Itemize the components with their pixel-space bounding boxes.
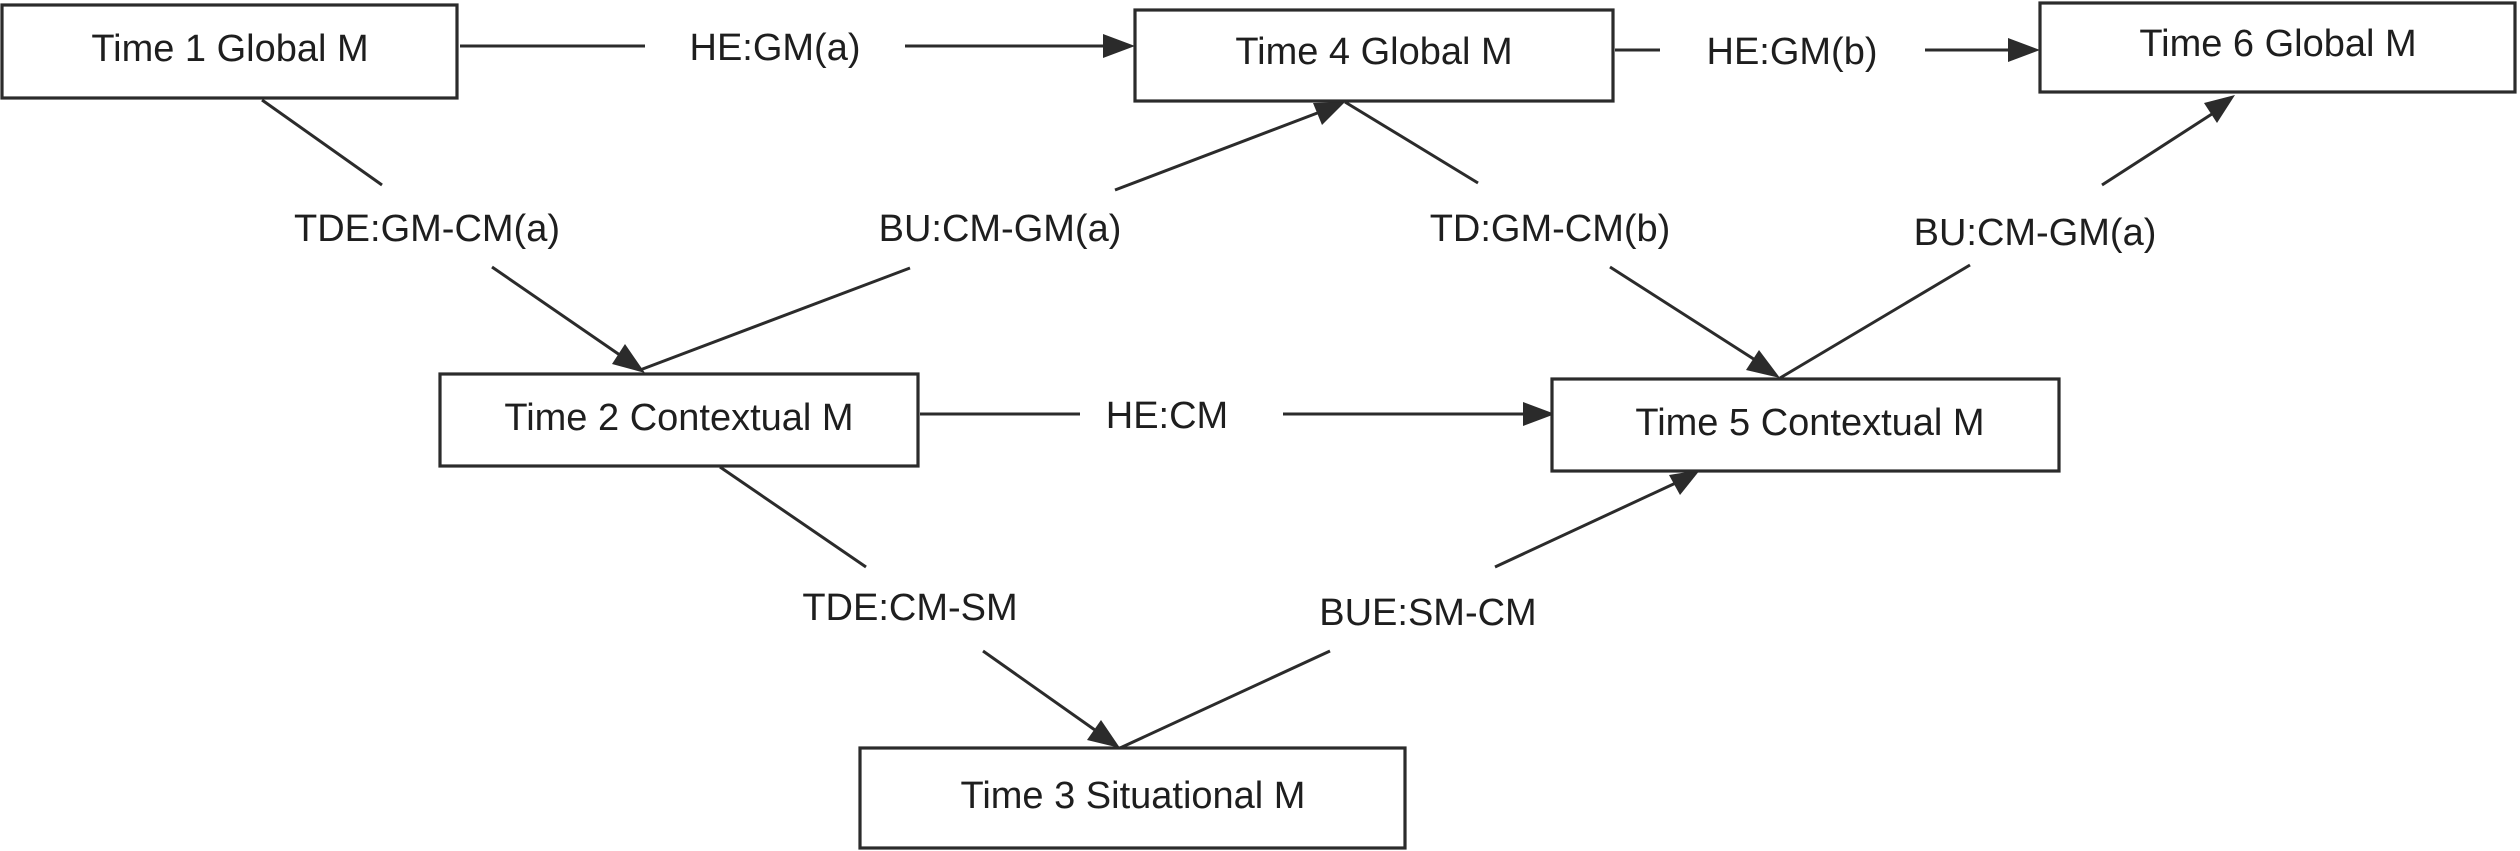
edge-tde-cm-sm-arrowhead [1087,720,1120,748]
edge-bue-sm-cm: BUE:SM-CM [1119,470,1700,750]
edge-bu-cm-gm-a-right-line-lower [1779,263,1971,380]
edge-bu-cm-gm-a-left-line-upper [1114,110,1321,192]
edge-bu-cm-gm-a-left-arrowhead [1313,102,1345,125]
edge-bu-cm-gm-a-right-label: BU:CM-GM(a) [1914,212,2157,254]
node-time6-box [2038,1,2517,94]
edge-bue-sm-cm-line-lower [1119,649,1331,750]
node-time6-global: Time 6 Global M [2038,1,2517,94]
edge-tde-gm-cm-a-line-lower [491,265,631,364]
edge-he-gm-a: HE:GM(a) [460,27,1135,69]
edge-he-gm-a-arrowhead [1103,34,1135,58]
edge-bu-cm-gm-a-right: BU:CM-GM(a) [1779,95,2235,380]
edge-tde-cm-sm-line-lower [982,649,1103,737]
edge-he-gm-b-label: HE:GM(b) [1707,31,1878,73]
edge-bue-sm-cm-arrowhead [1669,470,1700,495]
edge-td-gm-cm-b: TD:GM-CM(b) [1344,100,1780,378]
edge-tde-cm-sm-line-upper [719,465,867,569]
node-time1-label: Time 1 Global M [91,28,368,70]
edge-bu-cm-gm-a-left: BU:CM-GM(a) [639,102,1345,372]
edge-bu-cm-gm-a-right-line-upper [2101,110,2216,187]
edge-he-cm-label: HE:CM [1106,395,1228,437]
node-time5-box [1550,377,2061,473]
node-time2-label: Time 2 Contextual M [504,397,853,439]
node-time3-situational: Time 3 Situational M [858,746,1407,850]
node-time4-global: Time 4 Global M [1133,8,1615,103]
edge-bu-cm-gm-a-right-arrowhead [2204,95,2235,123]
edge-bu-cm-gm-a-left-line-lower [639,266,911,372]
edge-bue-sm-cm-label: BUE:SM-CM [1319,592,1536,634]
node-time1-box [0,3,459,100]
edge-tde-cm-sm: TDE:CM-SM [719,465,1120,748]
edge-tde-gm-cm-a: TDE:GM-CM(a) [261,98,645,373]
node-time5-contextual: Time 5 Contextual M [1550,377,2061,473]
edge-td-gm-cm-b-line-lower [1609,265,1764,367]
node-time2-contextual: Time 2 Contextual M [438,372,920,468]
edge-tde-cm-sm-label: TDE:CM-SM [802,587,1017,629]
edge-he-cm: HE:CM [920,395,1555,437]
node-time5-label: Time 5 Contextual M [1635,402,1984,444]
edge-he-gm-a-label: HE:GM(a) [690,27,861,69]
edge-he-cm-arrowhead [1523,402,1555,426]
edge-tde-gm-cm-a-line-upper [261,98,383,187]
node-time3-label: Time 3 Situational M [961,775,1306,817]
edge-td-gm-cm-b-label: TD:GM-CM(b) [1430,208,1671,250]
edge-tde-gm-cm-a-arrowhead [612,344,645,373]
node-time2-box [438,372,920,468]
node-time4-label: Time 4 Global M [1235,31,1512,73]
edge-td-gm-cm-b-arrowhead [1746,350,1780,378]
node-time4-box [1133,8,1615,103]
node-time3-box [858,746,1407,850]
edge-tde-gm-cm-a-label: TDE:GM-CM(a) [294,208,560,250]
edge-he-gm-b-arrowhead [2008,38,2040,62]
node-time6-label: Time 6 Global M [2139,23,2416,65]
node-time1-global: Time 1 Global M [0,3,459,100]
edge-bue-sm-cm-line-upper [1494,479,1681,569]
edge-bu-cm-gm-a-left-label: BU:CM-GM(a) [879,208,1122,250]
edge-he-gm-b: HE:GM(b) [1615,31,2040,73]
edge-td-gm-cm-b-line-upper [1344,100,1479,185]
